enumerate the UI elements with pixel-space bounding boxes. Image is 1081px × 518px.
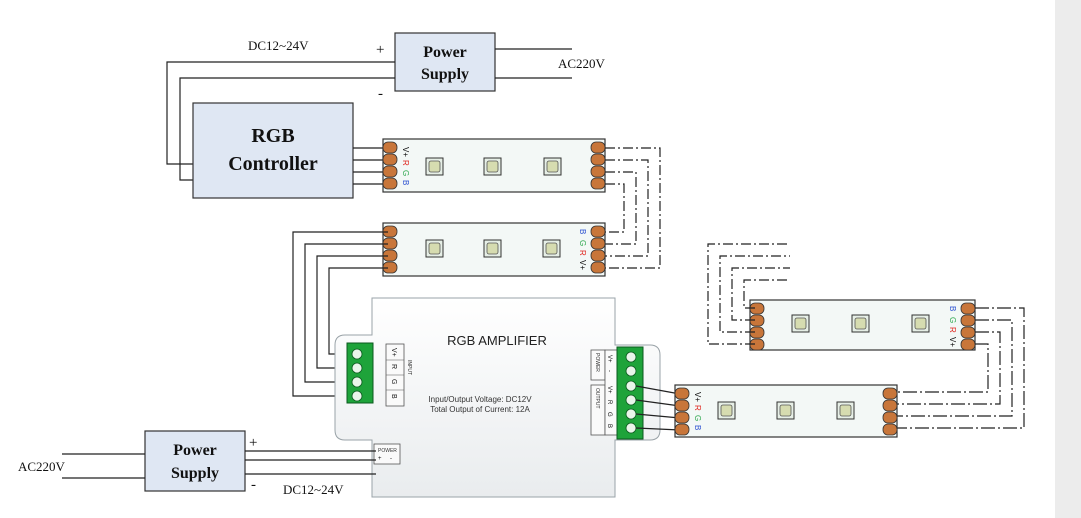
bottom-minus-sign: - [251, 477, 256, 493]
led-strip-1: V+ R G B [382, 138, 606, 193]
controller-label-2: Controller [228, 153, 318, 175]
amp-output-label: OUTPUT [594, 388, 600, 409]
strip4-pin-vplus: V+ [693, 392, 702, 402]
strip2-pin-vplus: V+ [578, 260, 587, 270]
amp-output-pin-b: B [606, 424, 612, 428]
amp-power-out-vplus: V+ [606, 355, 612, 363]
top-supply-label-1: Power [423, 44, 467, 61]
top-supply-label-2: Supply [421, 66, 469, 83]
amp-power-in-plus: + [378, 456, 382, 462]
strip3-pin-g: G [948, 317, 957, 323]
bottom-supply-label-1: Power [173, 442, 217, 459]
bottom-dc-label: DC12~24V [283, 482, 344, 497]
top-ac-label: AC220V [558, 56, 606, 71]
top-dc-label: DC12~24V [248, 38, 309, 53]
rgb-amplifier: RGB AMPLIFIER Input/Output Voltage: DC12… [334, 297, 661, 498]
strip4-pin-r: R [693, 405, 702, 411]
controller-label-1: RGB [251, 125, 294, 147]
amp-output-pin-g: G [606, 412, 612, 417]
amp-power-out-minus: - [606, 370, 612, 372]
top-minus-sign: - [378, 86, 383, 102]
amp-output-pin-vplus: V+ [606, 386, 612, 394]
right-edge-bar [1055, 0, 1081, 518]
amp-power-in-label: POWER [378, 448, 397, 454]
amp-input-pin-vplus: V+ [390, 348, 397, 357]
bottom-power-supply: Power Supply [144, 430, 246, 492]
amp-input-pin-r: R [390, 364, 397, 369]
bottom-supply-label-2: Supply [171, 465, 219, 482]
top-plus-sign: + [376, 42, 384, 58]
strip1-pin-vplus: V+ [401, 147, 410, 157]
top-power-supply: Power Supply [394, 32, 496, 92]
strip3-pin-r: R [948, 327, 957, 333]
led-strip-4: V+ R G B [674, 384, 898, 438]
led-strip-2: B G R V+ [382, 222, 606, 277]
amplifier-spec-2: Total Output of Current: 12A [430, 405, 530, 414]
rgb-controller: RGB Controller [192, 102, 354, 199]
amp-input-pin-b: B [390, 394, 397, 399]
strip1-pin-b: B [401, 180, 410, 185]
amplifier-title: RGB AMPLIFIER [447, 333, 547, 348]
amp-power-in-minus: - [390, 456, 392, 462]
strip3-pin-vplus: V+ [948, 337, 957, 347]
strip1-pin-g: G [401, 170, 410, 176]
amplifier-spec-1: Input/Output Voltage: DC12V [428, 395, 532, 404]
strip1-pin-r: R [401, 160, 410, 166]
amp-power-label: POWER [594, 353, 600, 372]
strip4-pin-b: B [693, 425, 702, 430]
strip2-pin-b: B [578, 229, 587, 234]
strip2-pin-r: R [578, 250, 587, 256]
strip2-pin-g: G [578, 240, 587, 246]
bottom-ac-label: AC220V [18, 459, 66, 474]
strip3-pin-b: B [948, 306, 957, 311]
strip4-pin-g: G [693, 415, 702, 421]
amp-input-label: INPUT [406, 360, 412, 375]
bottom-plus-sign: + [249, 435, 257, 451]
amp-output-pin-r: R [606, 400, 612, 405]
amp-input-pin-g: G [390, 379, 397, 384]
led-strip-3: B G R V+ [749, 299, 976, 351]
